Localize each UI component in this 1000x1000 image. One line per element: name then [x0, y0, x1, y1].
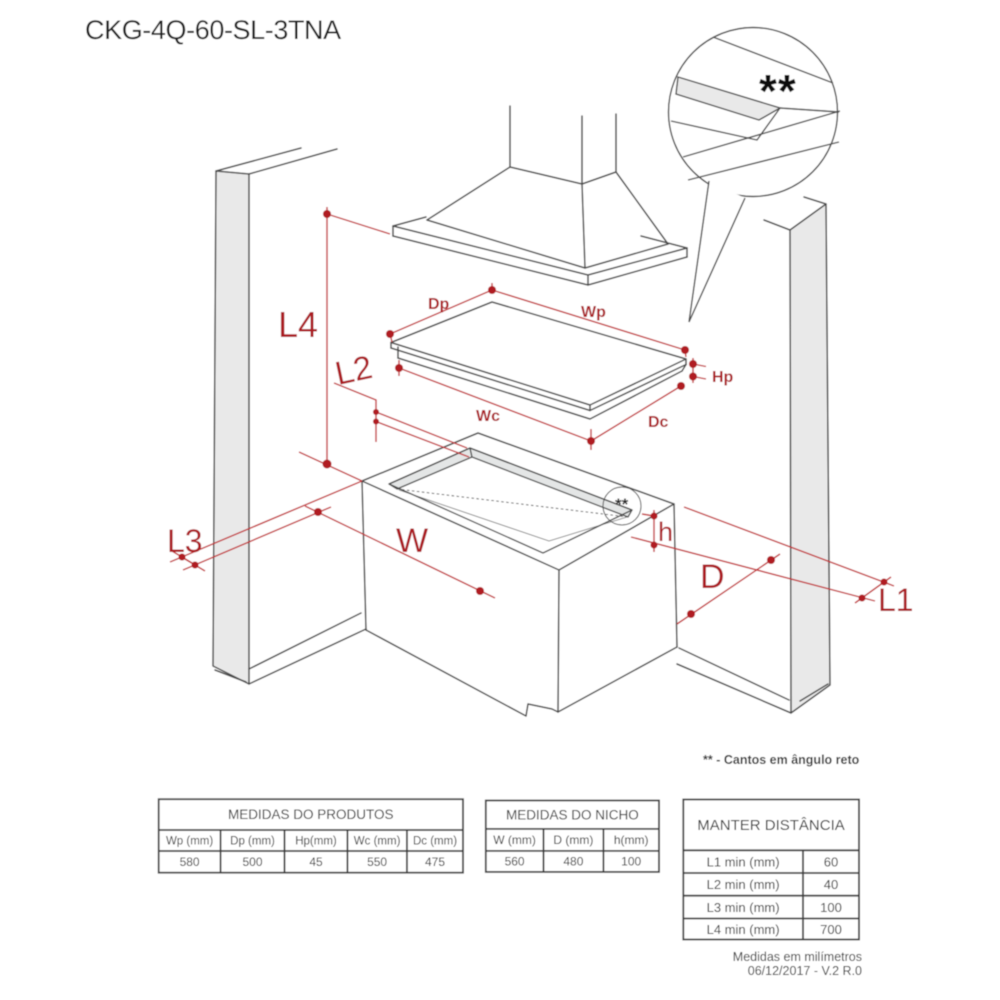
svg-text:60: 60 [824, 855, 838, 870]
svg-text:L2 min (mm): L2 min (mm) [707, 877, 780, 892]
svg-text:Wc (mm): Wc (mm) [354, 836, 401, 848]
svg-text:W (mm): W (mm) [493, 833, 536, 847]
svg-text:475: 475 [425, 855, 445, 869]
svg-text:Wp (mm): Wp (mm) [166, 836, 213, 848]
svg-text:Hp(mm): Hp(mm) [295, 836, 337, 848]
svg-text:L1: L1 [878, 582, 914, 618]
svg-text:100: 100 [820, 900, 842, 915]
svg-text:L3: L3 [167, 523, 203, 559]
svg-text:550: 550 [367, 855, 387, 869]
svg-text:Dc: Dc [648, 414, 669, 431]
svg-text:**: ** [615, 495, 629, 514]
svg-text:h(mm): h(mm) [614, 833, 649, 847]
svg-text:700: 700 [820, 922, 842, 937]
svg-text:Wp: Wp [581, 304, 606, 321]
svg-text:100: 100 [621, 855, 641, 869]
svg-text:L4 min (mm): L4 min (mm) [707, 922, 780, 937]
svg-text:CKG-4Q-60-SL-3TNA: CKG-4Q-60-SL-3TNA [85, 15, 341, 45]
svg-text:L2: L2 [332, 348, 376, 392]
svg-text:h: h [658, 517, 673, 547]
svg-text:MANTER DISTÂNCIA: MANTER DISTÂNCIA [697, 817, 845, 834]
svg-text:Dp (mm): Dp (mm) [230, 836, 275, 848]
svg-text:W: W [396, 522, 428, 560]
svg-text:Dp: Dp [428, 296, 450, 313]
svg-text:** - Cantos em ângulo reto: ** - Cantos em ângulo reto [703, 753, 860, 767]
svg-text:480: 480 [563, 855, 583, 869]
svg-text:L1 min (mm): L1 min (mm) [707, 855, 780, 870]
svg-text:**: ** [759, 65, 797, 117]
svg-text:L3 min (mm): L3 min (mm) [707, 900, 780, 915]
svg-text:45: 45 [309, 855, 323, 869]
svg-text:500: 500 [242, 855, 262, 869]
svg-text:580: 580 [180, 855, 200, 869]
svg-text:D (mm): D (mm) [553, 833, 593, 847]
svg-text:L4: L4 [278, 304, 318, 345]
svg-text:40: 40 [824, 877, 838, 892]
svg-text:Wc: Wc [476, 408, 500, 425]
svg-text:D: D [700, 558, 725, 596]
svg-text:06/12/2017 - V.2 R.0: 06/12/2017 - V.2 R.0 [748, 964, 862, 978]
svg-text:Hp: Hp [712, 369, 734, 386]
svg-text:Dc (mm): Dc (mm) [413, 836, 457, 848]
svg-text:Medidas em milímetros: Medidas em milímetros [733, 950, 862, 964]
svg-text:MEDIDAS DO PRODUTOS: MEDIDAS DO PRODUTOS [228, 807, 394, 822]
svg-text:MEDIDAS DO NICHO: MEDIDAS DO NICHO [506, 808, 639, 823]
svg-text:560: 560 [505, 855, 525, 869]
